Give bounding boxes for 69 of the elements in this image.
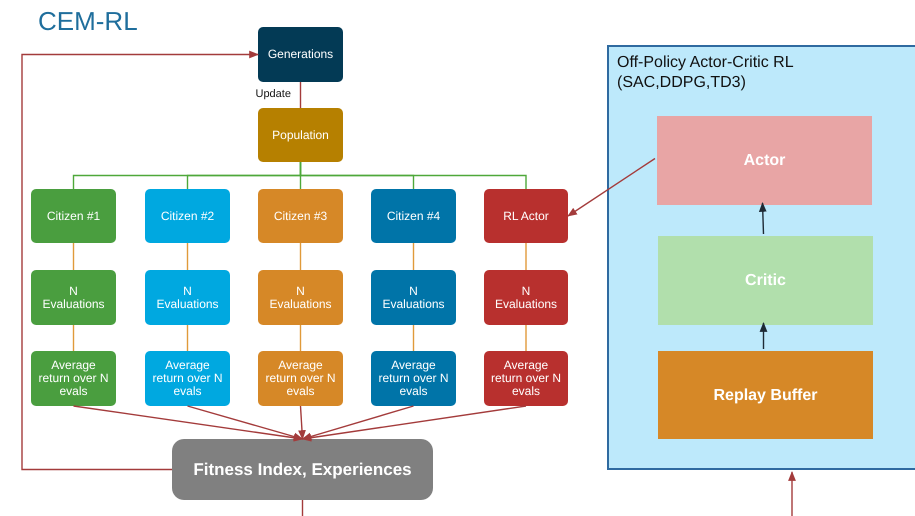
connector-line (300, 82, 302, 108)
process-box (145, 270, 230, 325)
node-label: Average return over N evals (377, 359, 450, 398)
connector-line (302, 500, 304, 516)
node-label: N Evaluations (382, 284, 444, 310)
connector-line (300, 162, 527, 189)
process-box (371, 270, 456, 325)
node-label: Actor (744, 154, 786, 167)
arrow (788, 471, 796, 516)
connector-line (300, 243, 302, 270)
node-label: N Evaluations (42, 284, 104, 310)
node-label: Average return over N evals (151, 359, 224, 398)
node-label: Citizen #3 (274, 210, 328, 222)
node-label: Average return over N evals (264, 359, 337, 398)
process-box (484, 270, 568, 325)
process-box (657, 116, 872, 205)
process-box (371, 189, 456, 243)
arrow (758, 202, 767, 234)
node-label: Fitness Index, Experiences (193, 463, 412, 476)
connector-line (186, 243, 188, 270)
arrow (21, 50, 259, 470)
arrow (567, 158, 656, 217)
node-label: RL Actor (503, 210, 549, 222)
connector-line (525, 325, 527, 351)
arrow (73, 405, 304, 442)
connector-line (412, 243, 414, 270)
node-label: Generations (268, 48, 334, 61)
process-box (258, 108, 343, 162)
process-box (258, 351, 343, 406)
node-label: N Evaluations (270, 284, 332, 310)
panel-heading: Off-Policy Actor-Critic RL (SAC,DDPG,TD3) (616, 53, 794, 93)
process-box (145, 189, 230, 243)
process-box (145, 351, 230, 406)
process-box (658, 236, 873, 325)
process-box (31, 270, 116, 325)
connector-line (72, 325, 74, 351)
node-label: Citizen #4 (386, 210, 440, 222)
arrow (760, 322, 768, 349)
connector-line (300, 325, 302, 351)
arrow (302, 405, 526, 442)
node-label: Average return over N evals (37, 359, 110, 398)
process-box (658, 351, 873, 439)
container-panel (607, 45, 915, 470)
connector-line (72, 243, 74, 270)
node-label: N Evaluations (495, 284, 557, 310)
process-box (258, 189, 343, 243)
connector-line (186, 325, 188, 351)
process-box (484, 189, 568, 243)
connector-line (412, 325, 414, 351)
node-label: N Evaluations (156, 284, 218, 310)
process-box (371, 351, 456, 406)
node-label: Average return over N evals (490, 359, 562, 398)
edge-label: Update (254, 88, 292, 100)
process-box (258, 27, 343, 82)
node-label: Critic (745, 274, 786, 287)
arrow (298, 406, 306, 440)
node-label: Citizen #1 (46, 210, 100, 222)
process-box (258, 270, 343, 325)
diagram-title: CEM-RL (38, 6, 138, 37)
arrow (302, 405, 414, 440)
arrow (187, 405, 304, 440)
node-label: Citizen #2 (160, 210, 214, 222)
connector-line (525, 243, 527, 270)
node-label: Population (272, 128, 329, 142)
node-label: Replay Buffer (713, 388, 818, 402)
result-box (172, 439, 433, 500)
process-box (484, 351, 568, 406)
process-box (31, 189, 116, 243)
process-box (31, 351, 116, 406)
